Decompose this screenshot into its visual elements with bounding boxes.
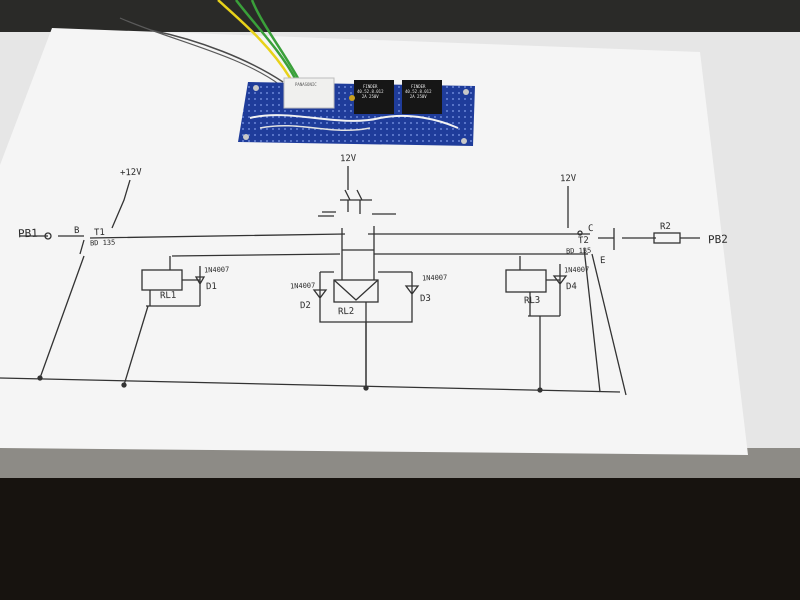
label-transistor-left-part: BD 135 [89, 238, 116, 248]
label-pb-right: PB2 [707, 232, 729, 247]
relay-coil-center [333, 279, 379, 303]
label-supply-center: 12V [339, 153, 357, 165]
center-switches [318, 211, 396, 280]
desk-bottom [0, 478, 800, 600]
label-transistor-right-part: BD 135 [565, 246, 592, 256]
label-diode-left: D1 [205, 281, 218, 293]
label-relay-right: RL3 [523, 295, 541, 307]
label-diode-right-part: 1N4007 [563, 265, 590, 275]
top-rail [89, 233, 590, 239]
relay-coil-right [505, 269, 547, 293]
label-transistor-left: T1 [93, 227, 106, 239]
schematic-drawing [0, 166, 700, 396]
label-supply-left: +12V [119, 167, 142, 179]
label-diode-center-left-part: 1N4007 [289, 281, 316, 291]
relay-black-1 [354, 80, 394, 114]
label-resistor: R2 [659, 221, 672, 233]
label-pb-left: PB1 [17, 226, 39, 241]
label-relay-left: RL1 [159, 290, 177, 302]
relay-black-1-marking: FINDER 40.52.8.012 2A 250V [357, 84, 384, 99]
perfboard [238, 77, 475, 146]
label-diode-center-left: D2 [299, 300, 312, 312]
label-transistor-right: T2 [577, 235, 590, 247]
relay-white [283, 77, 335, 109]
bottom-rail [0, 377, 621, 393]
label-diode-center-right-part: 1N4007 [421, 273, 448, 283]
relay-black-2-marking: FINDER 40.52.8.012 2A 250V [405, 84, 432, 99]
label-pin-c: C [587, 223, 594, 235]
label-diode-right: D4 [565, 281, 578, 293]
relay-white-marking: PANASONIC [295, 82, 317, 87]
label-pin-e: E [599, 255, 606, 267]
relay-black-2 [402, 80, 442, 114]
label-supply-right: 12V [559, 173, 577, 185]
label-diode-left-part: 1N4007 [203, 265, 230, 275]
label-relay-center: RL2 [337, 306, 355, 318]
hookup-wires [119, 0, 302, 86]
label-diode-center-right: D3 [419, 293, 432, 305]
label-pin-b: B [73, 225, 80, 237]
